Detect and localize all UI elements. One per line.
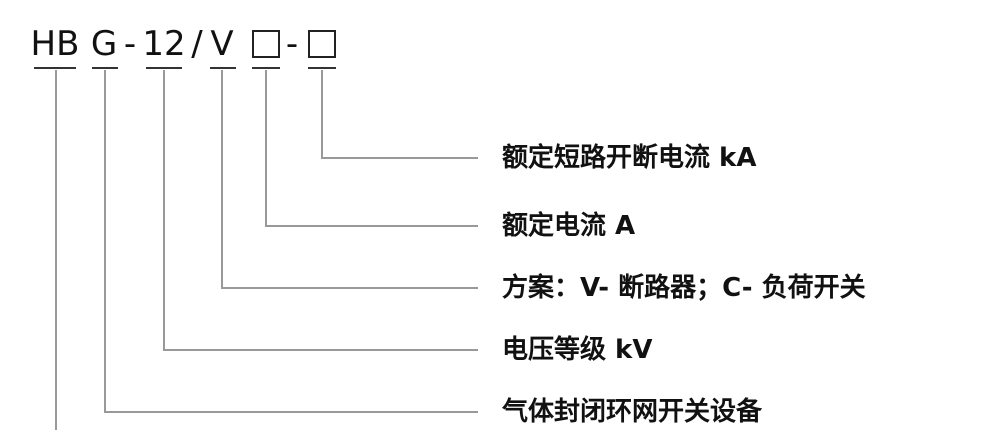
code-prefix: HB — [30, 24, 80, 64]
leader-paths — [55, 70, 478, 430]
leader-equipment-type — [104, 70, 478, 413]
leader-scheme — [221, 70, 478, 289]
code-separator-2: - — [285, 24, 299, 64]
code-voltage: 12 — [142, 24, 186, 64]
code-scheme: V — [210, 24, 234, 64]
label-scheme: 方案：V- 断路器；C- 负荷开关 — [502, 273, 866, 303]
code-separator-1: - — [123, 24, 137, 64]
label-rated-short-circuit-breaking-current: 额定短路开断电流 kA — [502, 143, 757, 173]
label-equipment-type: 气体封闭环网开关设备 — [502, 397, 763, 427]
leader-breaking-current — [321, 70, 478, 159]
leader-rated-current — [265, 70, 478, 227]
breaking-current-placeholder-box — [308, 30, 336, 58]
label-voltage-level: 电压等级 kV — [502, 335, 653, 365]
label-rated-current: 额定电流 A — [502, 211, 636, 241]
code-type: G — [90, 24, 118, 64]
leader-voltage — [163, 70, 478, 351]
code-slash: / — [191, 24, 203, 64]
rated-current-placeholder-box — [252, 30, 280, 58]
